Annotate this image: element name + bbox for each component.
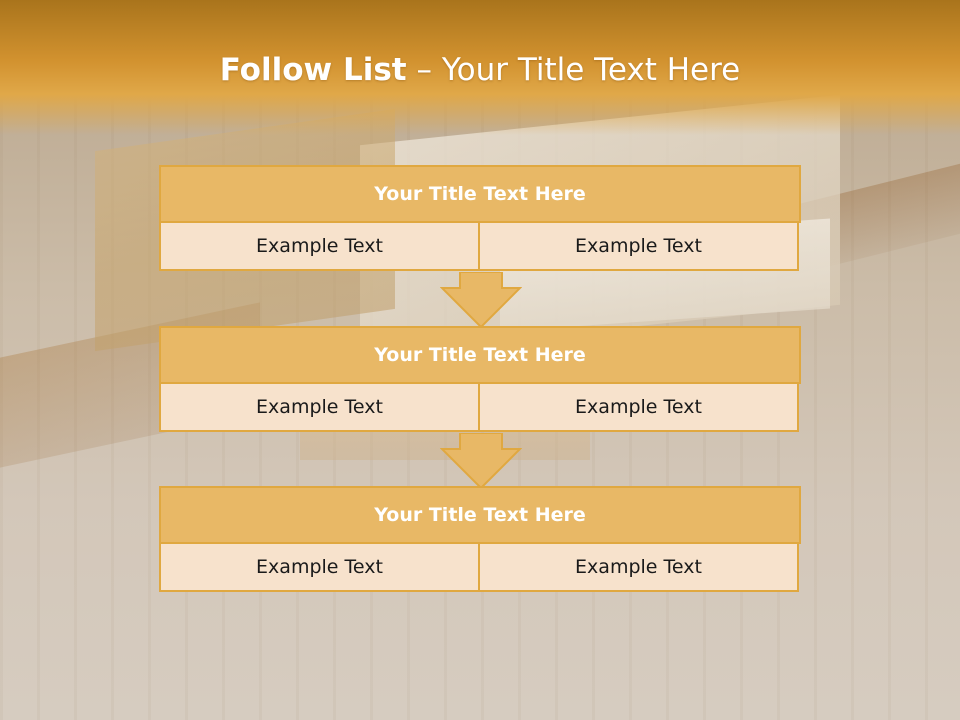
step-block-cell-left: Example Text (159, 542, 480, 592)
down-arrow-1 (440, 272, 522, 328)
step-block-cell-right: Example Text (478, 542, 799, 592)
slide-title-rest: – Your Title Text Here (416, 52, 741, 88)
down-arrow-2 (440, 433, 522, 489)
step-block-title: Your Title Text Here (159, 165, 801, 223)
slide-title-bold: Follow List (219, 52, 407, 88)
step-block-title: Your Title Text Here (159, 326, 801, 384)
step-block-title: Your Title Text Here (159, 486, 801, 544)
step-block-cell-right: Example Text (478, 382, 799, 432)
slide-title: Follow List – Your Title Text Here (0, 52, 960, 88)
step-block-cell-left: Example Text (159, 221, 480, 271)
step-block-cell-right: Example Text (478, 221, 799, 271)
header-band (0, 0, 960, 135)
step-block-cell-left: Example Text (159, 382, 480, 432)
